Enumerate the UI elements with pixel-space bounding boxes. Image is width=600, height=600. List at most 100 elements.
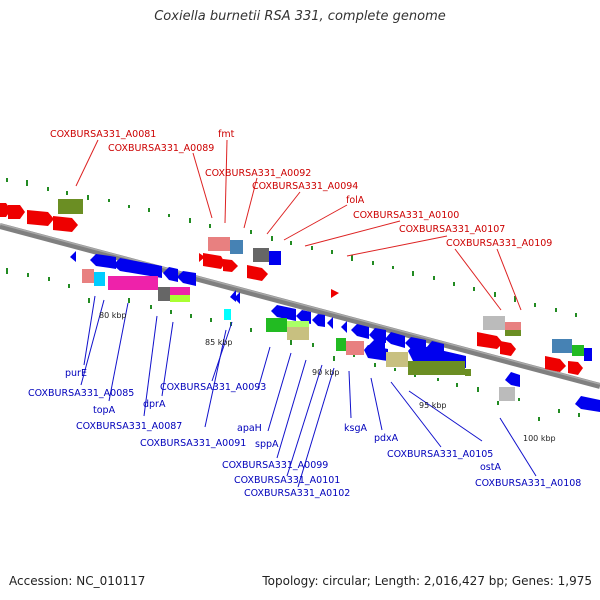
forward-gene [545,356,566,372]
genome-summary: Topology: circular; Length: 2,016,427 bp… [262,574,592,588]
forward-gene [27,210,54,226]
reverse-gene [465,369,471,376]
reverse-gene [271,305,296,321]
forward-gene [477,332,503,349]
forward-gene [8,205,25,219]
forward-gene [230,240,243,254]
gene-label: COXBURSA331_A0081 [50,129,156,140]
tick-label: 100 kbp [523,434,556,443]
reverse-gene [163,267,178,282]
gene-label: ostA [480,462,501,473]
forward-gene [53,216,78,232]
forward-gene [584,348,592,361]
forward-gene [483,316,505,330]
reverse-gene [287,321,309,327]
reverse-gene [230,290,236,302]
forward-gene [331,289,339,298]
reverse-gene [113,258,162,278]
forward-gene [253,248,269,262]
tick-label: 85 kbp [205,338,233,347]
tick-labels: 80 kbp 85 kbp 90 kbp 95 kbp 100 kbp [99,311,556,443]
reverse-gene [505,372,520,387]
gene-label: topA [93,405,116,416]
gene-label: apaH [237,423,262,434]
reverse-gene [70,251,76,262]
gene-label: COXBURSA331_A0094 [252,181,358,192]
reverse-gene [287,327,309,340]
gene-label: ksgA [344,423,367,434]
gene-label: pdxA [374,433,399,444]
reverse-gene [369,328,386,343]
gc-marks-upper [6,178,577,317]
gene-label: COXBURSA331_A0085 [28,388,134,399]
gene-label: COXBURSA331_A0092 [205,168,311,179]
reverse-gene [108,276,158,290]
forward-gene [505,330,521,336]
reverse-gene [170,287,190,295]
reverse-gene [234,292,240,304]
gene-label: COXBURSA331_A0087 [76,421,182,432]
tick-label: 90 kbp [312,368,340,377]
reverse-gene [499,387,515,401]
gene-label: folA [346,195,365,206]
reverse-gene [351,324,369,339]
reverse-gene [104,256,116,269]
reverse-gene [296,310,311,324]
reverse-gene [82,269,94,283]
tick-label: 95 kbp [419,401,447,410]
tick-label: 80 kbp [99,311,127,320]
gene-label: COXBURSA331_A0105 [387,449,493,460]
reverse-gene [386,352,408,367]
reverse-gene [94,272,105,286]
reverse-gene [575,396,600,412]
reverse-gene [224,309,231,320]
reverse-leaders [80,295,537,488]
reverse-gene [408,361,465,375]
gene-label: purE [65,368,87,379]
accession-text: Accession: NC_010117 [9,574,146,588]
forward-gene [568,361,583,375]
reverse-labels: purE COXBURSA331_A0085 topA COXBURSA331_… [28,368,581,499]
reverse-gene [266,318,287,332]
reverse-gene [327,317,333,329]
reverse-gene [312,314,325,327]
genome-backbone [0,223,600,389]
gene-label: dprA [143,399,166,410]
forward-leaders [75,139,522,311]
forward-gene [572,345,584,356]
gene-label: COXBURSA331_A0099 [222,460,328,471]
forward-gene [199,253,205,262]
reverse-gene [385,332,405,348]
forward-gene [247,265,268,281]
reverse-features [70,251,600,412]
forward-gene [505,322,521,330]
forward-features [0,199,592,375]
reverse-gene [341,321,347,333]
forward-gene [58,199,83,214]
gene-label: fmt [218,129,235,140]
reverse-gene [90,254,110,268]
gene-label: COXBURSA331_A0089 [108,143,214,154]
forward-gene [223,259,238,272]
gene-label: COXBURSA331_A0102 [244,488,350,499]
gene-label: COXBURSA331_A0100 [353,210,459,221]
reverse-gene [158,287,170,301]
forward-gene [208,237,230,251]
gene-label: COXBURSA331_A0108 [475,478,581,489]
reverse-gene [336,338,346,351]
gene-label: sppA [255,439,279,450]
forward-gene [269,251,281,265]
reverse-gene [177,271,196,286]
forward-gene [203,253,225,269]
gene-label: COXBURSA331_A0109 [446,238,552,249]
gene-label: COXBURSA331_A0101 [234,475,340,486]
gc-marks-lower [6,268,580,421]
gene-label: COXBURSA331_A0091 [140,438,246,449]
forward-gene [500,341,516,356]
forward-gene [552,339,572,353]
reverse-gene [364,345,388,361]
reverse-gene [346,341,364,355]
forward-labels: COXBURSA331_A0081 COXBURSA331_A0089 fmt … [50,129,552,249]
reverse-gene [170,295,190,302]
